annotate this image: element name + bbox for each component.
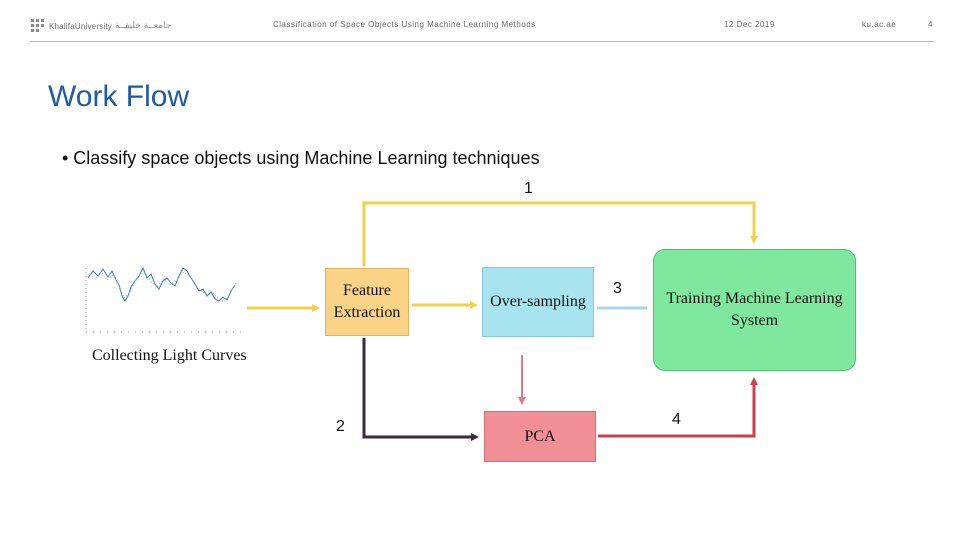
website-url[interactable]: ku.ac.ae <box>862 20 897 29</box>
path-2-connector <box>362 338 479 441</box>
path-4-connector <box>598 377 758 438</box>
light-curves-caption: Collecting Light Curves <box>92 347 247 364</box>
oversampling-box: Over-sampling <box>482 267 594 337</box>
logo-arabic-text: جامعــة خليفــة <box>114 21 172 31</box>
step-label-1: 1 <box>524 180 533 197</box>
feature-extraction-box: Feature Extraction <box>325 268 409 336</box>
training-system-box: Training Machine Learning System <box>653 249 856 371</box>
presentation-title: Classification of Space Objects Using Ma… <box>273 20 536 29</box>
step-label-2: 2 <box>336 418 345 435</box>
university-logo: KhalifaUniversity جامعــة خليفــة <box>30 16 180 36</box>
path-1-connector <box>362 201 758 266</box>
bullet-point: • Classify space objects using Machine L… <box>62 148 540 168</box>
header-divider <box>30 41 934 42</box>
logo-text: KhalifaUniversity <box>49 21 112 31</box>
pca-box: PCA <box>484 411 596 462</box>
step-label-4: 4 <box>672 411 681 428</box>
slide-number: 4 <box>928 20 933 29</box>
step-label-3: 3 <box>613 280 622 297</box>
slide-title: Work Flow <box>48 80 190 113</box>
logo-mark-icon <box>31 19 44 32</box>
light-curve-plot <box>85 266 242 333</box>
presentation-date: 12 Dec 2019 <box>724 20 775 29</box>
